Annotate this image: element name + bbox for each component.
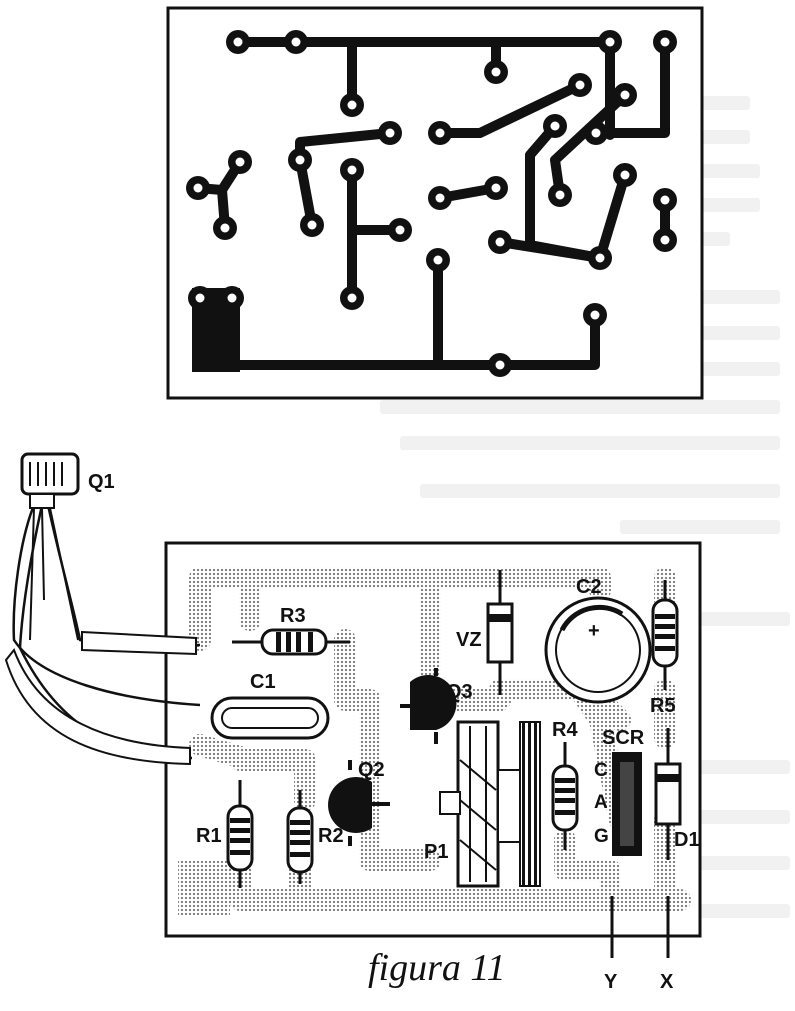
c1-capacitor: [210, 696, 330, 740]
c2-capacitor: [544, 596, 652, 704]
terminal-y-label: Y: [604, 971, 618, 993]
scr-thyristor: [612, 752, 642, 856]
component-layout: Q1 R3 C1 VZ + C2: [4, 452, 702, 993]
p1-trimpot: [439, 720, 541, 888]
c2-polarity: +: [588, 620, 600, 642]
solder-pads: [186, 30, 677, 377]
c1-label: C1: [250, 671, 276, 693]
q3-label: Q3: [446, 681, 473, 703]
r5-resistor: [651, 580, 679, 690]
r1-resistor: [226, 780, 254, 888]
r3-label: R3: [280, 605, 306, 627]
scr-label: SCR: [602, 727, 645, 749]
shaded-ground-pad: [178, 860, 230, 915]
r1-label: R1: [196, 825, 222, 847]
r2-resistor: [286, 790, 314, 884]
figure-caption: figura 11: [368, 947, 506, 989]
c2-label: C2: [576, 576, 602, 598]
wire-insulation: [4, 630, 197, 766]
p1-label: P1: [424, 841, 448, 863]
d1-label: D1: [674, 829, 700, 851]
shaded-traces: [189, 567, 691, 911]
terminal-x-label: X: [660, 971, 674, 993]
r4-label: R4: [552, 719, 578, 741]
q2-transistor: [328, 760, 390, 846]
q2-label: Q2: [358, 759, 385, 781]
q1-label: Q1: [88, 471, 115, 493]
vz-zener-diode: [486, 570, 514, 695]
r4-resistor: [551, 742, 579, 850]
q3-transistor: [400, 668, 457, 744]
q1-transistor: [20, 452, 80, 641]
vz-label: VZ: [456, 629, 482, 651]
d1-diode: [654, 728, 682, 860]
r2-label: R2: [318, 825, 344, 847]
scr-pin-g-label: G: [594, 826, 609, 847]
pcb-trace-layout: [166, 6, 704, 400]
r5-label: R5: [650, 695, 676, 717]
output-terminals: [610, 896, 670, 958]
scr-pin-c-label: C: [594, 760, 608, 781]
r3-resistor: [232, 628, 350, 656]
scr-pin-a-label: A: [594, 792, 608, 813]
copper-traces: [193, 37, 670, 370]
